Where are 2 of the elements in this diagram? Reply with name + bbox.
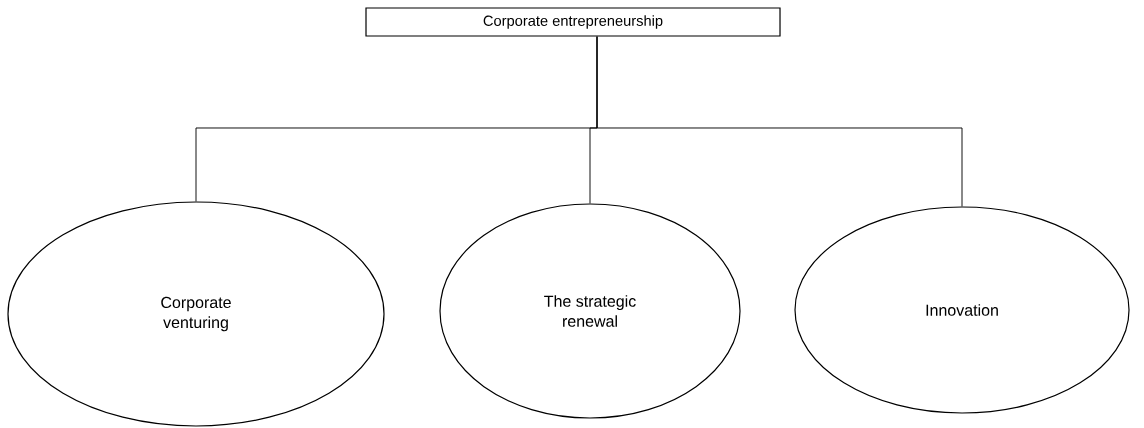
title-box: Corporate entrepreneurship — [365, 7, 781, 37]
connector-line — [596, 36, 963, 207]
